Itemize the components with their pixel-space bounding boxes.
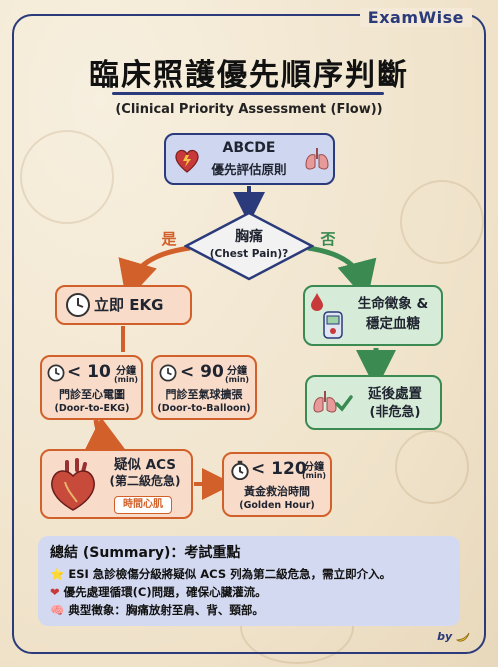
summary-item: ❤ 優先處理循環(C)問題，確保心臟灌流。 [50, 584, 267, 600]
coffee-stain [400, 180, 484, 264]
no-label: 否 [320, 230, 336, 248]
golden-hour-en: (Golden Hour) [239, 500, 315, 511]
golden-hour-zh: 黃金救治時間 [244, 485, 310, 498]
brand-logo: ExamWise [359, 8, 472, 27]
page-title: 臨床照護優先順序判斷 [89, 58, 409, 93]
door-to-ekg-en: (Door-to-EKG) [54, 403, 130, 414]
door-to-balloon-unit-zh: 分鐘 [227, 366, 247, 377]
anatomical-heart-icon [51, 458, 95, 511]
abcde-title: ABCDE [222, 140, 276, 156]
delay-line1: 延後處置 [368, 386, 422, 402]
delay-line2: (非危急) [369, 405, 421, 420]
heart-icon: ❤ [50, 585, 60, 599]
summary-item-text: 優先處理循環(C)問題，確保心臟灌流。 [63, 585, 267, 599]
blood-drop-icon [311, 293, 323, 311]
abcde-box [164, 133, 335, 185]
lungs-check-icon [313, 391, 353, 413]
door-to-ekg-zh: 門診至心電圖 [59, 388, 125, 401]
clock-icon [159, 364, 177, 382]
summary-title: 總結 (Summary)：考試重點 [50, 545, 241, 561]
golden-hour-unit-zh: 分鐘 [304, 462, 324, 473]
page-frame [12, 14, 486, 654]
golden-hour-value: < 120 [251, 459, 307, 479]
door-to-balloon-en: (Door-to-Balloon) [157, 403, 251, 414]
page-subtitle: (Clinical Priority Assessment (Flow)) [115, 102, 383, 117]
title-underline [112, 92, 384, 95]
signature: by [437, 630, 470, 643]
star-icon: ⭐ [50, 567, 65, 581]
lungs-icon [305, 148, 329, 170]
vitals-line2: 穩定血糖 [366, 316, 420, 332]
door-to-balloon-unit-en: (min) [224, 375, 250, 384]
door-to-balloon-value: < 90 [180, 362, 224, 382]
glucose-meter-icon [323, 311, 343, 339]
summary-item: ⭐ ESI 急診檢傷分級將疑似 ACS 列為第二級危急，需立即介入。 [50, 566, 391, 582]
clock-icon [66, 293, 90, 317]
acs-level: (第二級危急) [109, 474, 181, 488]
arrow-door-ekg-to-acs [83, 417, 128, 453]
vitals-line1: 生命徵象 & [357, 296, 429, 312]
signature-text: by [437, 630, 453, 643]
abcde-subtitle: 優先評估原則 [211, 162, 287, 177]
golden-hour-unit-en: (min) [301, 471, 327, 480]
door-to-ekg-value: < 10 [67, 362, 111, 382]
ekg-label: 立即 EKG [94, 296, 164, 314]
decision-diamond [184, 211, 314, 281]
door-to-balloon-zh: 門診至氣球擴張 [165, 388, 243, 401]
brain-icon: 🧠 [50, 603, 65, 617]
coffee-stain [20, 130, 114, 224]
yes-label: 是 [161, 230, 177, 248]
summary-item-text: ESI 急診檢傷分級將疑似 ACS 列為第二級危急，需立即介入。 [68, 567, 392, 581]
coffee-stain [395, 430, 469, 504]
summary-item-text: 典型徵象：胸痛放射至肩、背、頸部。 [68, 603, 264, 617]
arrow-no-to-vitals [307, 245, 377, 302]
door-to-ekg-unit-zh: 分鐘 [116, 366, 136, 377]
summary-item: 🧠 典型徵象：胸痛放射至肩、背、頸部。 [50, 602, 264, 618]
arrow-yes-to-ekg [118, 245, 191, 302]
decision-label-zh: 胸痛 [235, 229, 263, 245]
acs-title: 疑似 ACS [113, 457, 177, 473]
stopwatch-icon [231, 460, 249, 480]
banana-icon [455, 632, 470, 642]
summary-panel [38, 536, 460, 626]
decision-label-en: (Chest Pain)? [209, 248, 289, 260]
time-is-muscle-tag: 時間心肌 [114, 496, 172, 514]
door-to-ekg-unit-en: (min) [113, 375, 139, 384]
heart-icon [175, 149, 199, 173]
clock-icon [47, 364, 65, 382]
